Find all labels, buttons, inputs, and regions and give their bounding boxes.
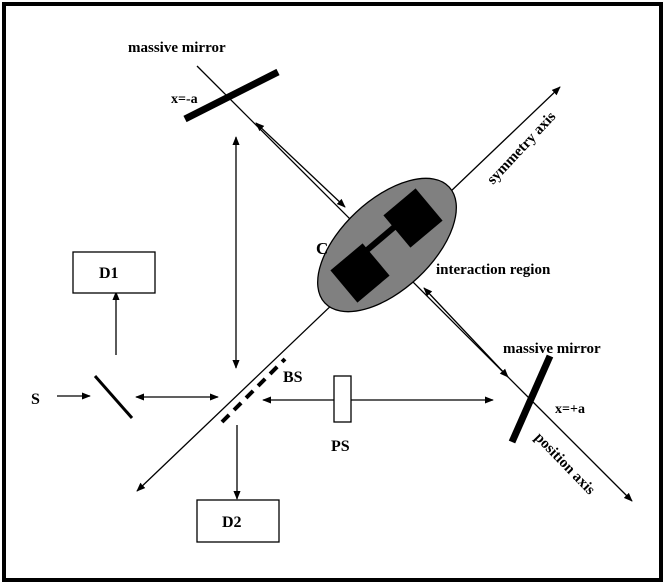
phase-shifter xyxy=(333,375,352,423)
label-massive-mirror-right: massive mirror xyxy=(503,341,601,357)
d2-box xyxy=(196,499,280,543)
beam-splitter xyxy=(220,357,287,424)
label-bs: BS xyxy=(283,369,303,386)
label-x-minus-a: x=-a xyxy=(171,92,198,107)
label-ps: PS xyxy=(331,438,350,455)
label-interaction-region: interaction region xyxy=(436,262,551,278)
label-s: S xyxy=(31,391,40,408)
position-axis-line xyxy=(196,65,633,502)
label-position-axis: position axis xyxy=(531,430,598,498)
top-massive-mirror xyxy=(183,68,280,123)
arrow-top-mirror-to-region xyxy=(255,122,346,208)
label-c: C xyxy=(316,239,328,258)
label-d1: D1 xyxy=(99,265,119,282)
right-massive-mirror xyxy=(508,354,554,444)
label-massive-mirror-top: massive mirror xyxy=(128,40,226,56)
d1-box xyxy=(72,251,156,294)
label-x-plus-a: x=+a xyxy=(555,402,585,417)
label-d2: D2 xyxy=(222,514,242,531)
interaction-region-ellipse xyxy=(317,177,457,313)
arrow-region-to-right-mirror xyxy=(423,287,509,378)
source-mirror xyxy=(93,375,134,419)
